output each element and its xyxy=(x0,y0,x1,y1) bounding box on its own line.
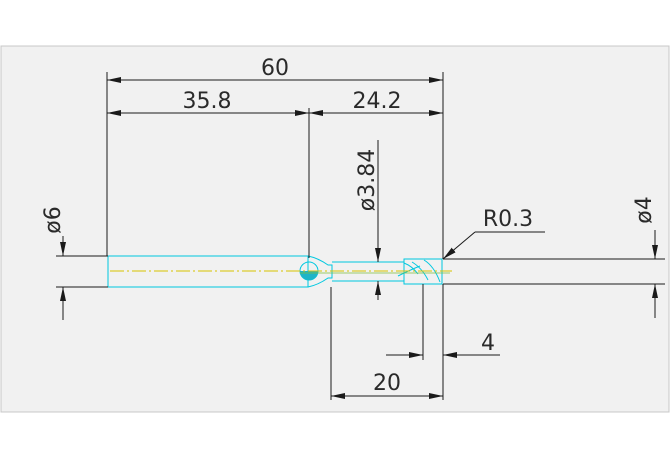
flute-length-label: 4 xyxy=(481,331,495,356)
dimension-shank-diameter: ø6 xyxy=(41,206,108,320)
reach-length-label: 20 xyxy=(373,371,401,396)
drawing-frame xyxy=(0,45,670,413)
dimension-flute-section-length: 24.2 xyxy=(309,89,443,116)
tip-diameter-label: ø4 xyxy=(632,196,657,223)
flute-section xyxy=(403,258,443,285)
dimension-shank-length: 35.8 xyxy=(107,89,310,258)
shank-length-label: 35.8 xyxy=(183,89,232,114)
dimension-flute-length: 4 xyxy=(386,284,500,400)
corner-radius-label: R0.3 xyxy=(483,207,533,232)
flute-helix xyxy=(397,259,441,283)
overall-length-label: 60 xyxy=(261,56,289,81)
flute-section-length-label: 24.2 xyxy=(353,89,402,114)
shank-diameter-label: ø6 xyxy=(41,206,66,233)
dimension-neck-diameter: ø3.84 xyxy=(355,140,381,300)
dimension-reach-length: 20 xyxy=(330,287,443,400)
neck-diameter-label: ø3.84 xyxy=(355,149,380,211)
end-mill-part xyxy=(107,255,452,288)
dimension-tip-diameter: ø4 xyxy=(443,196,665,318)
dimension-corner-radius: R0.3 xyxy=(442,207,545,260)
dimension-overall-length: 60 xyxy=(106,56,444,259)
neck-section xyxy=(332,261,404,282)
